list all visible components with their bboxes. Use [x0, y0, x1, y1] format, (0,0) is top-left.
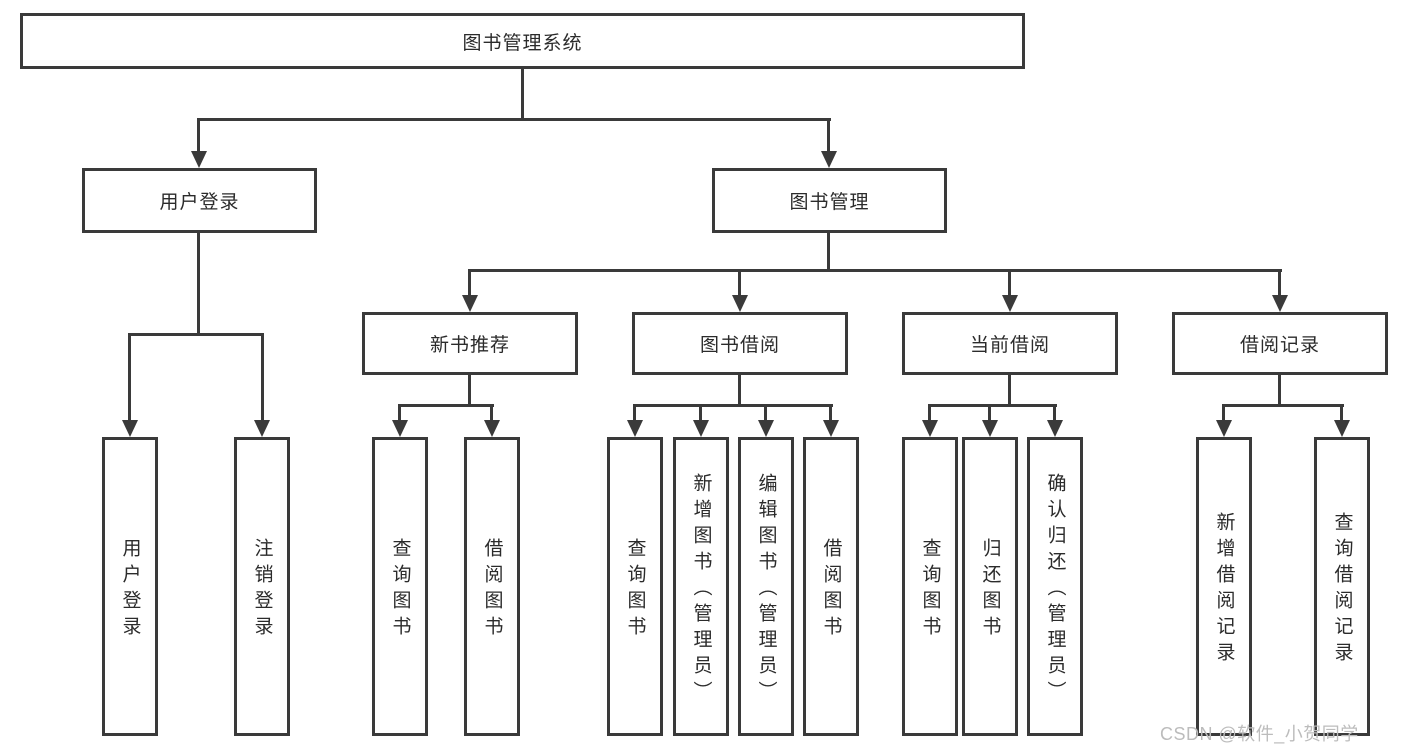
connector-line [928, 404, 1057, 407]
connector-line [261, 333, 264, 422]
connector-line [490, 404, 493, 422]
leaf-query-book-2: 查询图书 [607, 437, 663, 736]
node-new-book-recommend: 新书推荐 [362, 312, 578, 375]
leaf-borrow-book-2: 借阅图书 [803, 437, 859, 736]
connector-line [197, 118, 200, 152]
connector-line [699, 404, 702, 422]
connector-line [398, 404, 401, 422]
connector-line [829, 404, 832, 422]
node-book-management: 图书管理 [712, 168, 947, 233]
arrow-down-icon [1047, 420, 1063, 437]
arrow-down-icon [1334, 420, 1350, 437]
leaf-return-book: 归还图书 [962, 437, 1018, 736]
connector-line [1008, 269, 1011, 297]
connector-line [1008, 375, 1011, 407]
leaf-query-book-3: 查询图书 [902, 437, 958, 736]
connector-line [764, 404, 767, 422]
connector-line [1222, 404, 1225, 422]
connector-line [128, 333, 264, 336]
arrow-down-icon [627, 420, 643, 437]
connector-line [468, 269, 1282, 272]
arrow-down-icon [823, 420, 839, 437]
leaf-add-borrow-record: 新增借阅记录 [1196, 437, 1252, 736]
node-current-borrow: 当前借阅 [902, 312, 1118, 375]
leaf-query-book-1: 查询图书 [372, 437, 428, 736]
csdn-watermark: CSDN @软件_小贺同学 [1160, 724, 1359, 744]
connector-line [1278, 375, 1281, 407]
node-user-login: 用户登录 [82, 168, 317, 233]
arrow-down-icon [693, 420, 709, 437]
connector-line [1053, 404, 1056, 422]
leaf-add-book-admin: 新增图书（管理员） [673, 437, 729, 736]
arrow-down-icon [191, 151, 207, 168]
connector-line [197, 233, 200, 335]
arrow-down-icon [484, 420, 500, 437]
arrow-down-icon [732, 295, 748, 312]
node-borrow-records: 借阅记录 [1172, 312, 1388, 375]
arrow-down-icon [122, 420, 138, 437]
arrow-down-icon [982, 420, 998, 437]
connector-line [197, 118, 831, 121]
connector-line [1278, 269, 1281, 297]
arrow-down-icon [462, 295, 478, 312]
arrow-down-icon [758, 420, 774, 437]
connector-line [398, 404, 494, 407]
connector-line [827, 233, 830, 271]
arrow-down-icon [254, 420, 270, 437]
leaf-edit-book-admin: 编辑图书（管理员） [738, 437, 794, 736]
arrow-down-icon [1272, 295, 1288, 312]
connector-line [1340, 404, 1343, 422]
connector-line [468, 375, 471, 407]
leaf-user-login: 用户登录 [102, 437, 158, 736]
connector-line [827, 118, 830, 152]
connector-line [468, 269, 471, 297]
connector-line [738, 375, 741, 407]
connector-line [128, 333, 131, 422]
arrow-down-icon [1002, 295, 1018, 312]
leaf-logout: 注销登录 [234, 437, 290, 736]
connector-line [521, 69, 524, 120]
node-root-system: 图书管理系统 [20, 13, 1025, 69]
leaf-confirm-return-admin: 确认归还（管理员） [1027, 437, 1083, 736]
arrow-down-icon [821, 151, 837, 168]
arrow-down-icon [392, 420, 408, 437]
connector-line [738, 269, 741, 297]
leaf-borrow-book-1: 借阅图书 [464, 437, 520, 736]
connector-line [1222, 404, 1344, 407]
arrow-down-icon [1216, 420, 1232, 437]
arrow-down-icon [922, 420, 938, 437]
connector-line [988, 404, 991, 422]
connector-line [633, 404, 636, 422]
connector-line [633, 404, 833, 407]
connector-line [928, 404, 931, 422]
leaf-query-borrow-record: 查询借阅记录 [1314, 437, 1370, 736]
node-book-borrow: 图书借阅 [632, 312, 848, 375]
